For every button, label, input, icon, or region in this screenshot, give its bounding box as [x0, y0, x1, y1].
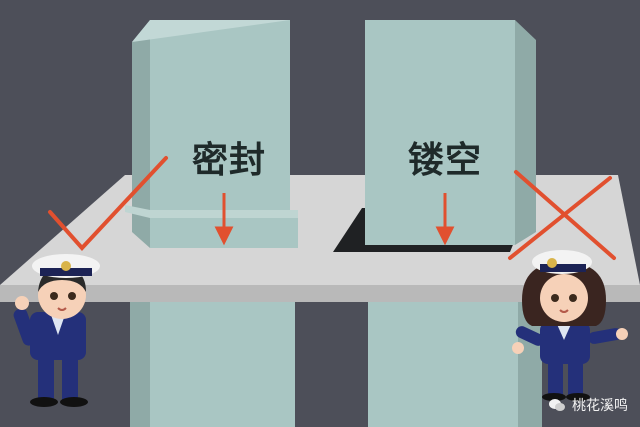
pillar-left-upper	[125, 20, 298, 248]
pillar-right-upper	[365, 20, 536, 245]
police-officer-female	[512, 250, 628, 401]
arrow-down-left	[214, 193, 234, 246]
watermark: 桃花溪鸣	[548, 395, 628, 415]
police-officer-male	[13, 254, 100, 407]
watermark-text: 桃花溪鸣	[572, 398, 628, 414]
wechat-icon	[549, 399, 565, 411]
label-seal: 密封	[192, 140, 267, 181]
label-hollow: 镂空	[408, 140, 483, 181]
cross-icon	[508, 170, 616, 260]
checkmark-icon	[48, 156, 168, 251]
pillar-left-lower	[130, 300, 295, 427]
pillar-right-lower	[368, 300, 542, 427]
arrow-down-right	[435, 193, 455, 246]
